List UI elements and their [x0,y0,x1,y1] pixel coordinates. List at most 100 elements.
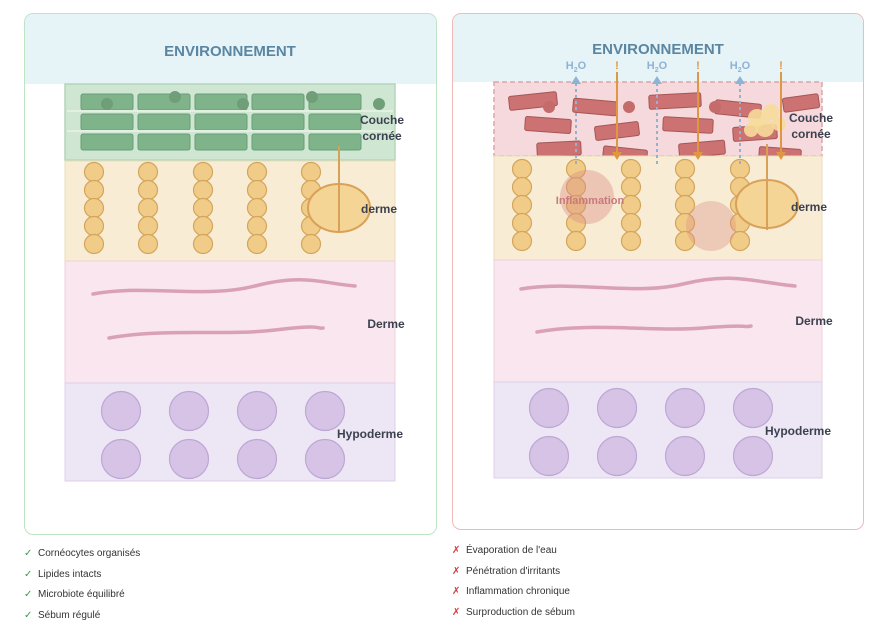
list-item: ✗ Pénétration d'irritants [452,565,575,586]
adipocyte [304,438,346,480]
inflammation-spot [686,201,736,251]
cross-icon: ✗ [452,565,461,577]
adipocyte [168,438,210,480]
cross-icon: ✗ [452,545,461,556]
keratinocyte [511,194,533,216]
keratinocyte [192,161,214,183]
keratinocyte [137,161,159,183]
list-item-text: Sébum régulé [38,609,101,621]
keratinocyte [83,179,105,201]
healthy-skin-panel: ENVIRONNEMENT Couche cornée derme Derme … [24,13,437,535]
adipocyte [596,435,638,477]
stratum-corneum-label-line2: cornée [362,129,402,143]
list-item-text: Surproduction de sébum [466,606,575,618]
sebum-droplet [744,123,758,137]
environment-band [453,14,863,82]
adipocytes [528,387,774,477]
corneocyte [251,113,305,131]
damaged-features-list: ✗Évaporation de l'eau ✗ Pénétration d'irr… [452,544,575,626]
damaged-corneocyte [536,140,582,158]
corneocyte [251,133,305,151]
check-icon: ✓ [24,609,33,621]
corneocyte [80,133,134,151]
adipocyte [732,435,774,477]
arrow-head [735,76,745,84]
inflammation-label: Inflammation [556,195,625,207]
sebum-droplet [756,119,774,137]
keratinocyte [511,176,533,198]
microbe [169,91,181,103]
adipocyte [100,390,142,432]
corneocyte [194,133,248,151]
keratinocyte [246,161,268,183]
keratinocyte [620,176,642,198]
irritant-label: ! [779,60,783,72]
adipocyte [596,387,638,429]
arrow-head [652,76,662,84]
keratinocyte [137,215,159,237]
pathogen [543,101,555,113]
keratinocyte [137,179,159,201]
adipocyte [236,390,278,432]
keratinocyte [246,179,268,201]
keratinocyte [300,161,322,183]
microbe [373,98,385,110]
adipocyte [528,435,570,477]
corneocyte [308,133,362,151]
keratinocyte [83,233,105,255]
adipocyte [528,387,570,429]
dermis-layer [493,259,823,383]
cross-icon: ✗ [452,606,461,618]
list-item: ✓Cornéocytes organisés [24,547,140,568]
list-item: ✓Microbiote équilibré [24,588,140,609]
arrow-head [571,76,581,84]
damaged-corneocyte [662,116,714,134]
arrow-head [776,152,786,160]
microbe [101,98,113,110]
corneocyte [194,113,248,131]
keratinocyte [620,230,642,252]
keratinocyte [565,230,587,252]
collagen-fiber [107,325,325,340]
check-icon: ✓ [24,568,33,580]
microbiota [101,91,385,110]
list-item-text: Pénétration d'irritants [466,565,561,577]
corneocyte [137,93,191,111]
keratinocyte [729,230,751,252]
adipocyte [304,390,346,432]
sebum-droplet [763,104,779,120]
collagen-fiber [519,276,797,291]
keratinocyte [511,230,533,252]
corneocyte [308,113,362,131]
epidermis-label: derme [361,202,397,216]
keratinocyte-columns [511,158,751,252]
epidermis-label: derme [791,200,827,214]
check-icon: ✓ [24,548,33,559]
inflammation-spot [560,170,614,224]
adipocytes [100,390,346,480]
dermis-layer [64,260,396,384]
keratinocyte [674,158,696,180]
pathogen [709,101,721,113]
list-item: ✗Évaporation de l'eau [452,544,575,565]
keratinocyte [83,161,105,183]
keratinocyte [246,197,268,219]
list-item-text: Inflammation chronique [466,586,570,597]
keratinocyte [620,194,642,216]
collagen-fiber [91,278,357,296]
list-item-text: Lipides intacts [38,568,102,580]
microbe [306,91,318,103]
corneocyte [80,113,134,131]
list-item: ✗Inflammation chronique [452,585,575,606]
keratinocyte [192,215,214,237]
keratinocyte [246,233,268,255]
keratinocyte [137,197,159,219]
environment-title: ENVIRONNEMENT [592,41,724,58]
check-icon: ✓ [24,589,33,600]
corneocyte [137,133,191,151]
keratinocyte [83,215,105,237]
adipocyte [100,438,142,480]
